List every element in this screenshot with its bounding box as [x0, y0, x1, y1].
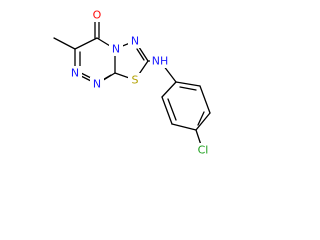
atom-chlorine: Cl [198, 144, 209, 157]
bond-ph-2 [161, 96, 173, 125]
atom-nitrogen-fused: N [112, 43, 120, 56]
bond-ph-double-2 [197, 111, 205, 126]
bond-ph-double-1 [167, 98, 177, 121]
bond-ph-1 [161, 81, 177, 98]
bond-c3-c4 [74, 37, 98, 50]
atom-nitrogen-triazine-b: N [93, 78, 101, 91]
atom-amine: NH [152, 55, 169, 68]
bond-ph-double-3 [179, 86, 197, 91]
atom-sulfur: S [132, 74, 139, 87]
atom-nitrogen-triazine-a: N [71, 67, 79, 80]
bond-ph-3 [171, 123, 197, 131]
bond-ph-5 [199, 85, 211, 114]
bond-ph-6 [175, 81, 201, 87]
chemical-structure: O N N N N S NH Cl [53, 8, 213, 157]
bond-methyl [53, 37, 76, 50]
atom-nitrogen-thiadiazole: N [131, 35, 139, 48]
bond-n6-c7-double [136, 48, 145, 61]
atom-oxygen: O [93, 9, 102, 22]
bond-ph-4 [195, 112, 211, 131]
atom-labels: O N N N N S NH Cl [68, 8, 213, 157]
